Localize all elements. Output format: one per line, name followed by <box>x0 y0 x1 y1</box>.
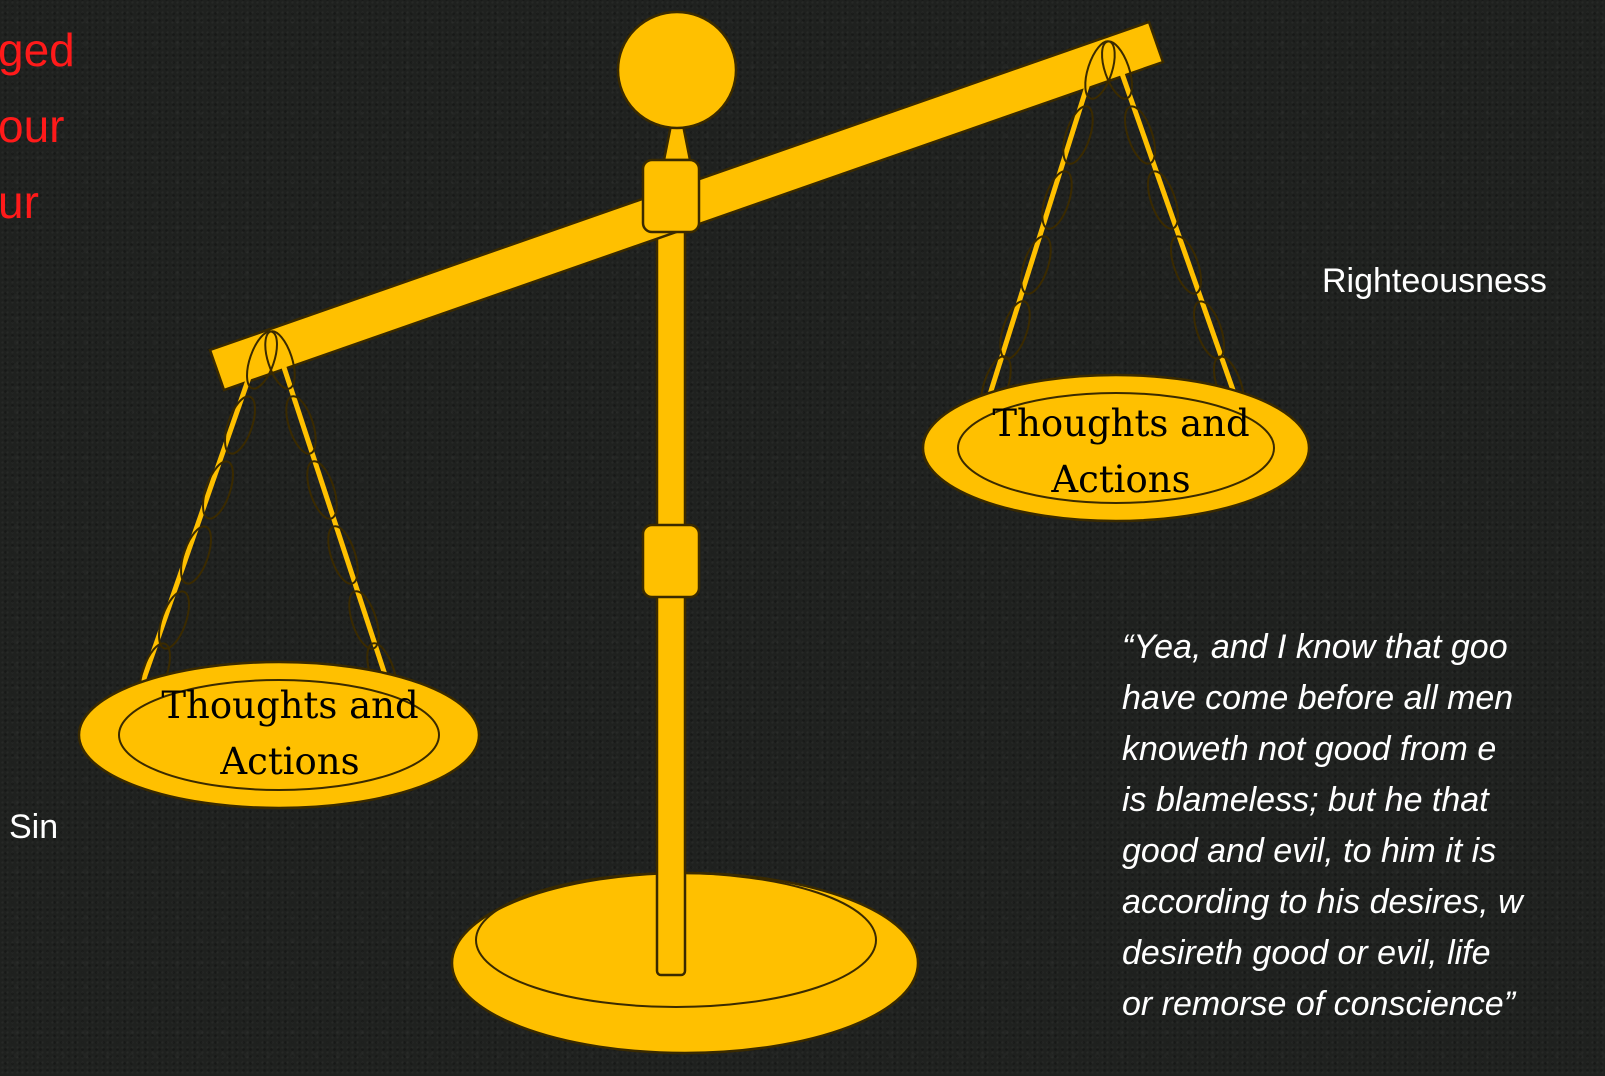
quote-line: “Yea, and I know that goo <box>1122 628 1508 666</box>
quote-line: desireth good or evil, life <box>1122 934 1491 972</box>
right-pan-inner <box>957 392 1275 504</box>
quote-line: is blameless; but he that <box>1122 781 1489 819</box>
left-pan <box>77 660 481 810</box>
right-pan <box>921 373 1311 523</box>
left-text-line-3: ur <box>0 176 39 228</box>
sin-label: Sin <box>9 808 59 846</box>
righteousness-label: Righteousness <box>1322 262 1547 300</box>
quote-line: or remorse of conscience” <box>1122 985 1516 1023</box>
left-pan-inner <box>118 679 440 791</box>
right-pan-text-line-2: Actions <box>1050 458 1190 501</box>
left-text-line-1: ged <box>0 24 75 76</box>
scale-top-collar <box>641 158 701 234</box>
scripture-quote: “Yea, and I know that goo have come befo… <box>1122 622 1605 1030</box>
right-pan-text-line-1: Thoughts and <box>992 402 1249 445</box>
scale-finial-knob <box>616 10 738 130</box>
left-text-line-2: our <box>0 100 65 152</box>
quote-line: according to his desires, w <box>1122 883 1523 921</box>
left-pan-text-line-2: Actions <box>219 740 359 783</box>
quote-line: knoweth not good from e <box>1122 730 1497 768</box>
scale-mid-collar <box>641 523 701 599</box>
quote-line: good and evil, to him it is <box>1122 832 1497 870</box>
left-chain-group <box>137 339 393 691</box>
left-chain-links <box>139 330 398 702</box>
quote-line: have come before all men <box>1122 679 1514 717</box>
left-pan-text-line-1: Thoughts and <box>161 684 418 727</box>
